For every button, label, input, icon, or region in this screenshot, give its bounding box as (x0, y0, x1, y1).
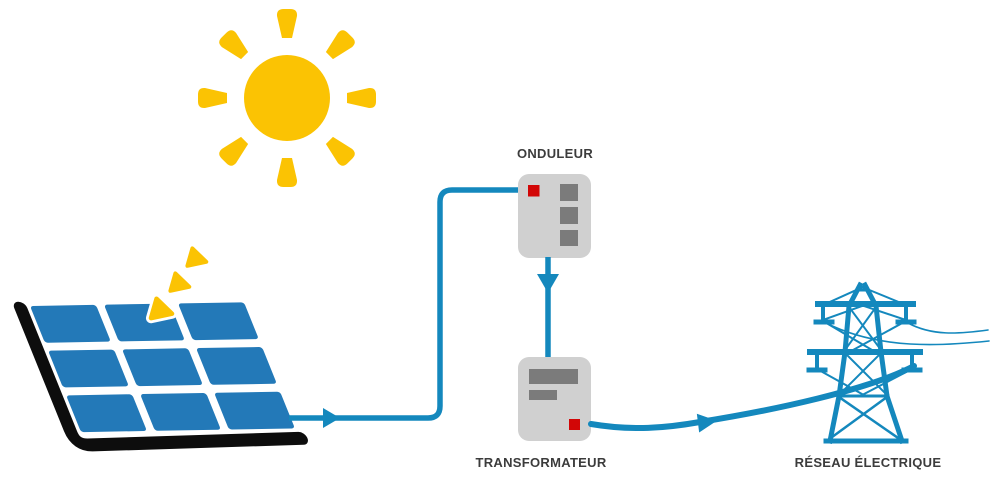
panel-frame (13, 301, 308, 452)
inverter-red-indicator (528, 185, 540, 197)
sun-icon (198, 9, 376, 187)
wire-transformer-to-grid (588, 363, 917, 433)
inverter-vents (560, 184, 578, 246)
sunlight-rays-icon (145, 243, 211, 324)
inverter-label: ONDULEUR (516, 146, 594, 161)
arrowhead-right (323, 408, 340, 428)
transformer-icon (518, 357, 591, 441)
pylon-lattice-lower (826, 395, 903, 442)
solar-panel-icon (13, 301, 308, 452)
wire-inverter-to-transformer (537, 257, 559, 358)
grid-label: RÉSEAU ÉLECTRIQUE (794, 455, 942, 470)
transformer-slot (529, 390, 557, 400)
inverter-icon (518, 174, 591, 258)
transformer-label: TRANSFORMATEUR (475, 455, 607, 470)
arrowhead-right (696, 413, 717, 433)
pylon-lattice (815, 285, 914, 397)
power-lines (825, 322, 990, 346)
transformer-display (529, 369, 578, 384)
arrowhead-down (537, 274, 559, 293)
sun-rays (198, 9, 376, 187)
transformer-red-indicator (569, 419, 580, 430)
panel-cells (30, 302, 294, 433)
wire-panel-to-inverter (289, 187, 518, 428)
sun-disc (244, 55, 330, 141)
power-pylon-icon (806, 281, 990, 445)
